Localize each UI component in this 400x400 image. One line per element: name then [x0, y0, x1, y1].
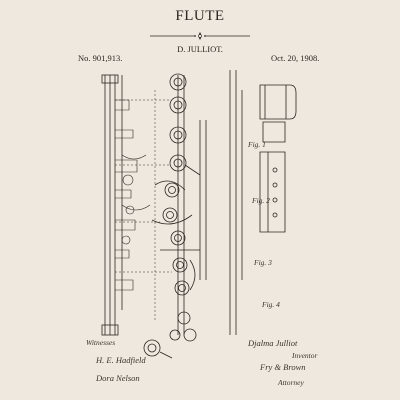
witness-signature-2: Dora Nelson [96, 373, 140, 383]
witnesses-label: Witnesses [86, 338, 116, 347]
inventor-signature: Djalma Julliot [248, 338, 298, 348]
title-divider-ornament [150, 32, 250, 40]
figure-label-3: Fig. 3 [254, 258, 272, 267]
figure-label-2: Fig. 2 [252, 196, 270, 205]
flute-patent-drawing [101, 70, 297, 359]
patent-title: FLUTE [175, 8, 225, 24]
patent-date: Oct. 20, 1908. [271, 53, 320, 63]
patent-number: No. 901,913. [78, 53, 123, 63]
patent-header: No. 901,913. D. JULLIOT. Oct. 20, 1908. [0, 44, 400, 63]
attorney-signature: Fry & Brown [260, 362, 306, 372]
figure-label-4: Fig. 4 [262, 300, 280, 309]
witness-signature-1: H. E. Hadfield [96, 355, 146, 365]
attorney-label: Attorney [278, 378, 304, 387]
inventor-label: Inventor [292, 351, 318, 360]
figure-label-1: Fig. 1 [248, 140, 266, 149]
inventor-name: D. JULLIOT. [177, 44, 223, 54]
